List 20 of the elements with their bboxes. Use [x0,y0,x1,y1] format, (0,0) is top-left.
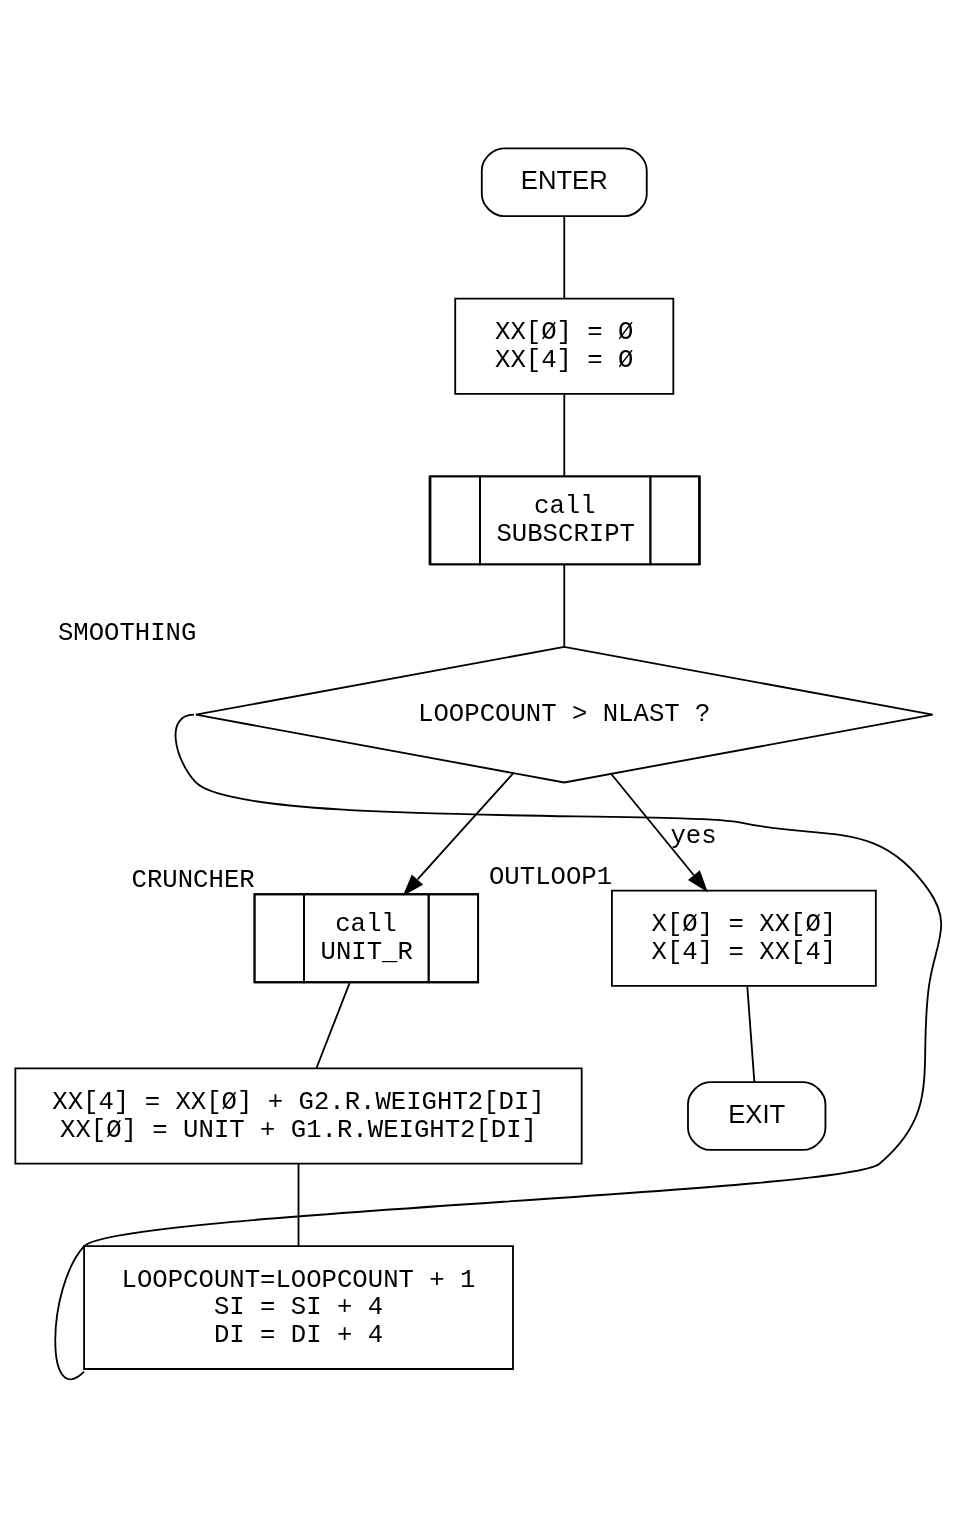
connector [297,1162,300,1247]
arrow [610,773,708,893]
node-box: XX[Ø] = Ø XX[4] = Ø [454,297,675,395]
node-label: SMOOTHING [57,618,197,648]
connector [563,393,566,478]
connector [563,563,566,648]
connector [746,985,756,1083]
node-box: ENTER [480,147,648,218]
node-box: X[Ø] = XX[Ø] X[4] = XX[4] [611,889,877,987]
node-box: EXIT [687,1081,827,1151]
node-box: XX[4] = XX[Ø] + G2.R.WEIGHT2[DI] XX[Ø] = UNIT + G1.R.WEIGHT2[DI] [14,1067,583,1165]
node-label: OUTLOOP1 [488,862,613,892]
connector [54,713,942,1380]
arrow [402,772,515,896]
node-diamond: LOOPCOUNT > NLAST ? [194,645,934,784]
connector [563,215,566,299]
connector [315,982,351,1069]
edge-label: yes [670,822,717,852]
node-box: LOOPCOUNT=LOOPCOUNT + 1 SI = SI + 4 DI = DI + 4 [83,1245,514,1370]
node-label: CRUNCHER [131,866,255,896]
